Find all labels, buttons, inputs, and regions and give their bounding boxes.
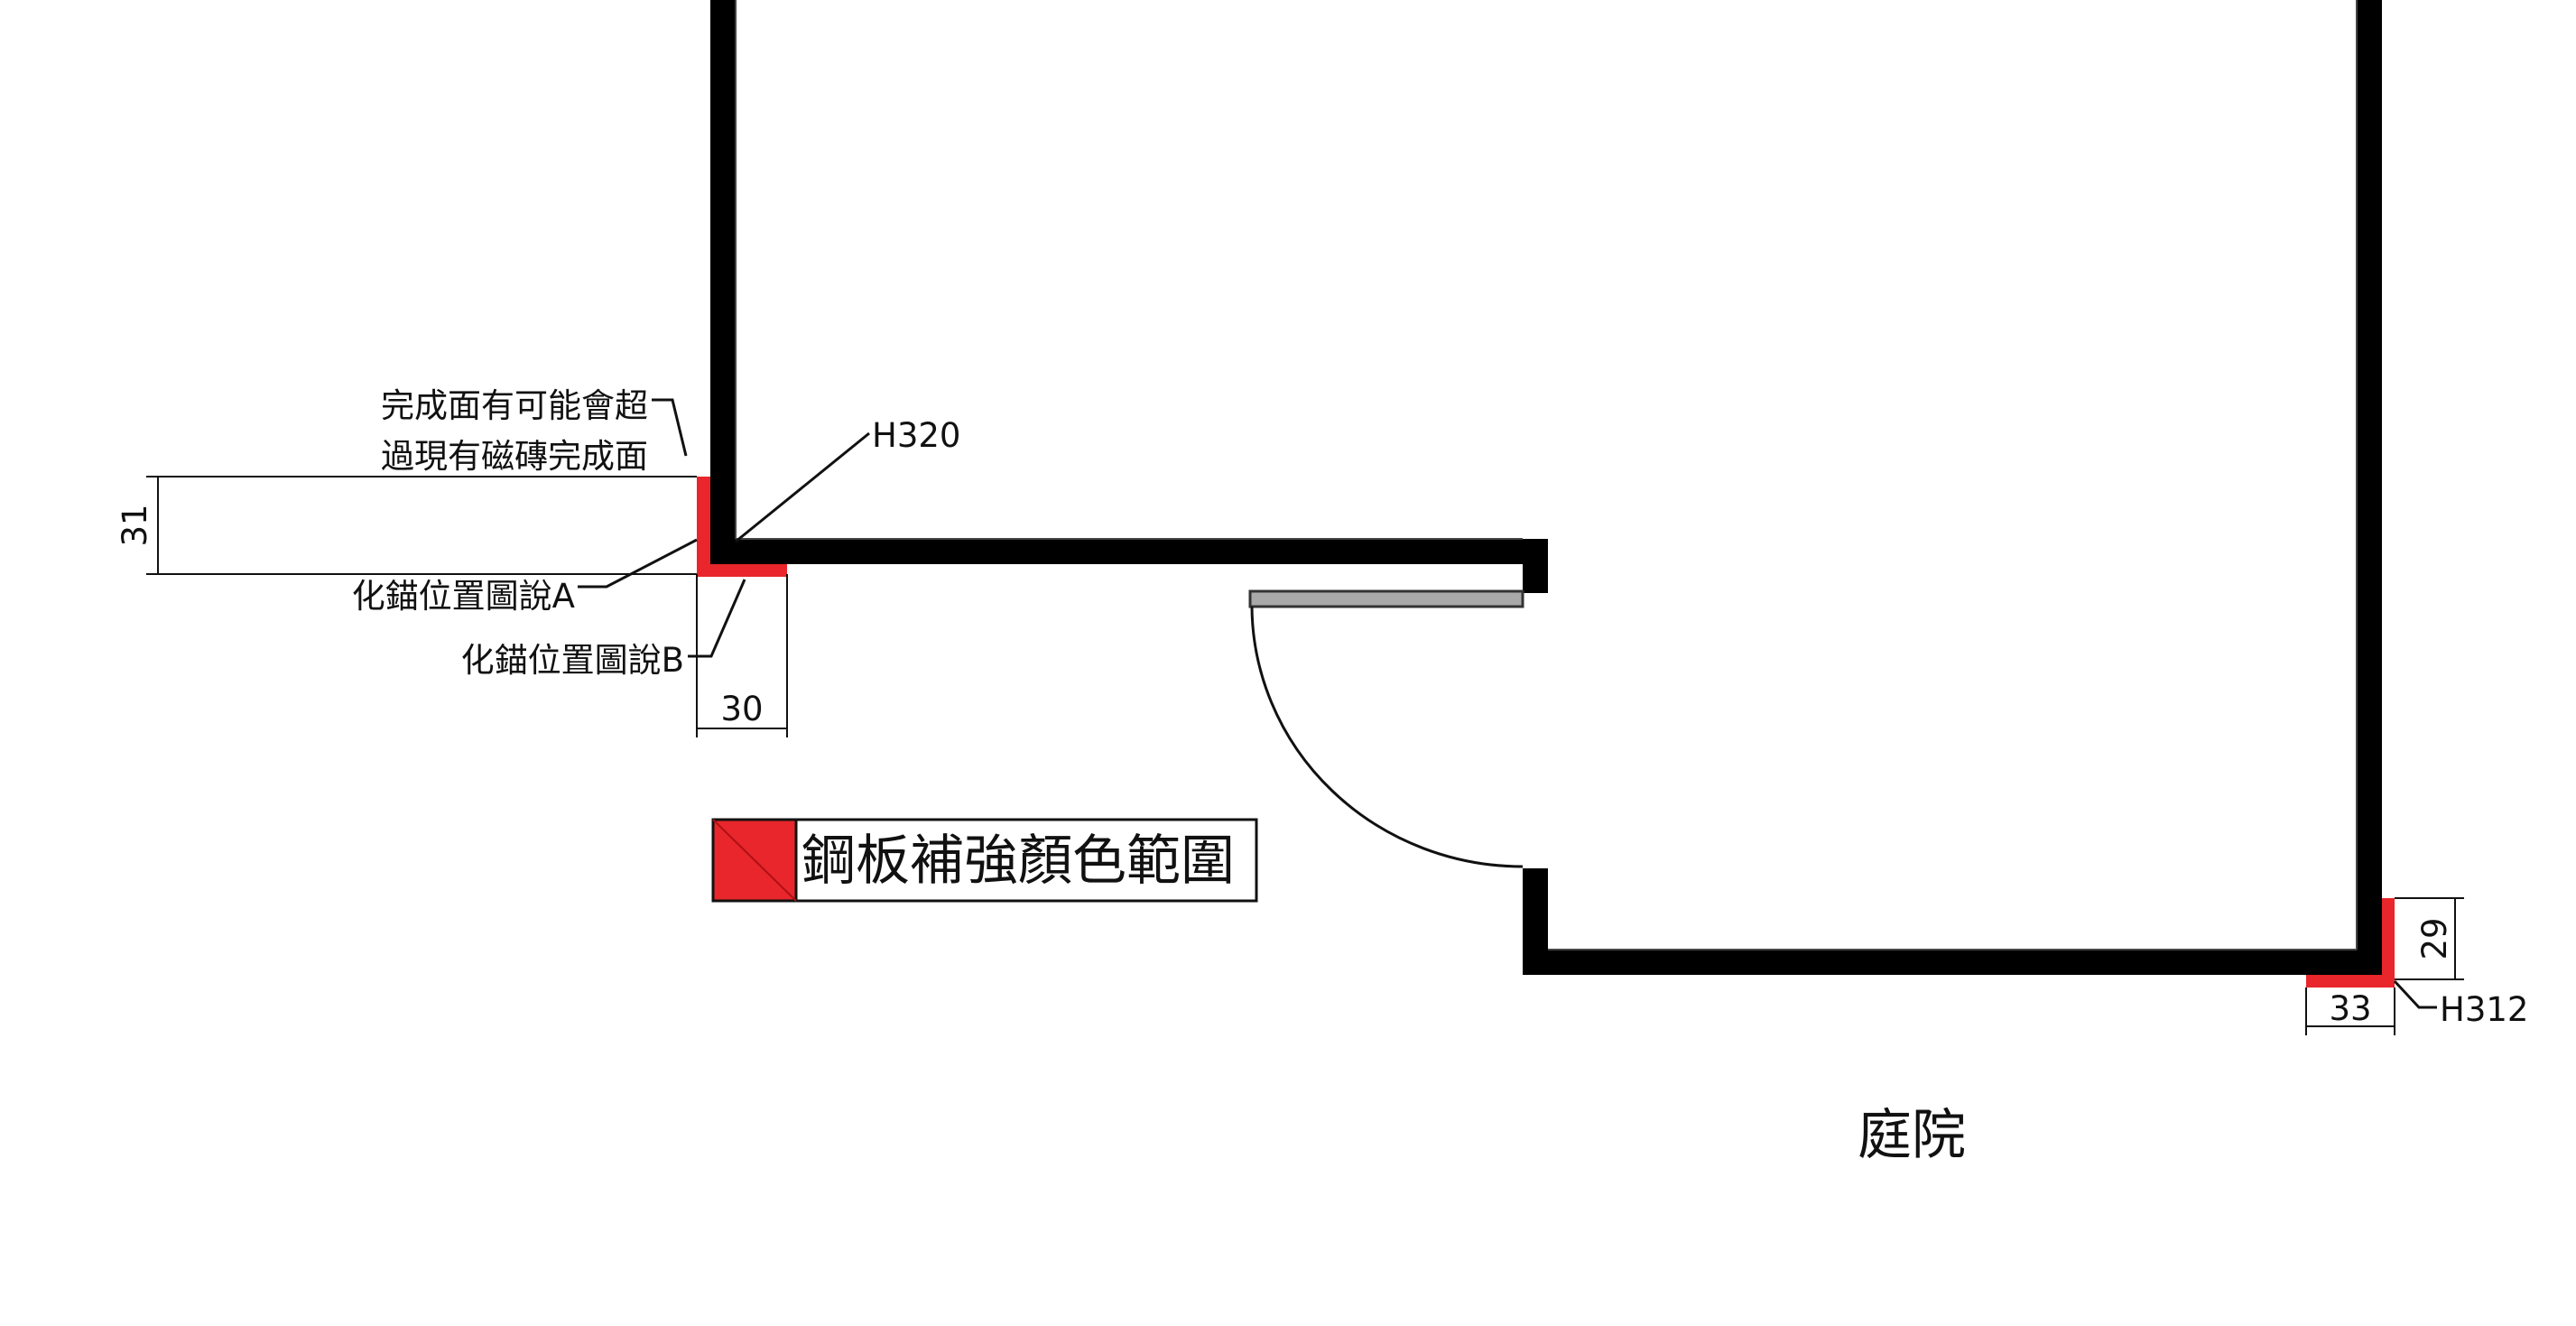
lower-wall-door-jamb (1523, 868, 1548, 975)
finish-note-line2: 過現有磁磚完成面 (381, 437, 648, 476)
height-left-leader (735, 431, 870, 543)
steel-plate-right-horizontal (2306, 975, 2395, 988)
dimension-right-vertical: 29 (2415, 917, 2454, 960)
dimension-right-horizontal: 33 (2329, 989, 2371, 1028)
finish-note-line1: 完成面有可能會超 (381, 386, 648, 425)
steel-plate-reinforcement (697, 477, 2395, 988)
steel-plate-right-vertical (2382, 898, 2395, 979)
wall-edges (735, 0, 2358, 950)
anchor-b-label: 化錨位置圖說B (461, 641, 684, 680)
dimension-left-vertical: 31 (116, 504, 154, 546)
anchor-b-leader (688, 579, 746, 658)
right-vertical-wall (2357, 0, 2382, 975)
lower-horizontal-wall (1523, 950, 2382, 975)
height-left-label: H320 (872, 416, 960, 455)
door (1248, 589, 1524, 868)
height-right-leader (2393, 979, 2437, 1009)
dimension-lines (146, 476, 2464, 1035)
steel-plate-left-vertical (697, 477, 710, 567)
leader-lines (578, 398, 2437, 1009)
left-vertical-wall (710, 0, 736, 564)
walls (710, 0, 2382, 975)
legend-label: 鋼板補強顏色範圍 (802, 830, 1235, 893)
legend: 鋼板補強顏色範圍 (711, 818, 1258, 903)
height-right-label: H312 (2440, 990, 2528, 1029)
anchor-a-leader (578, 538, 698, 589)
upper-horizontal-wall (710, 539, 1548, 564)
steel-plate-left-horizontal (697, 564, 787, 577)
door-swing-arc (1250, 606, 1524, 868)
upper-wall-door-jamb (1523, 539, 1548, 593)
door-leaf (1248, 589, 1524, 608)
courtyard-label: 庭院 (1858, 1104, 1966, 1167)
anchor-a-label: 化錨位置圖說A (352, 577, 575, 616)
finish-note-leader (652, 398, 688, 457)
dimension-left-horizontal: 30 (720, 690, 763, 728)
